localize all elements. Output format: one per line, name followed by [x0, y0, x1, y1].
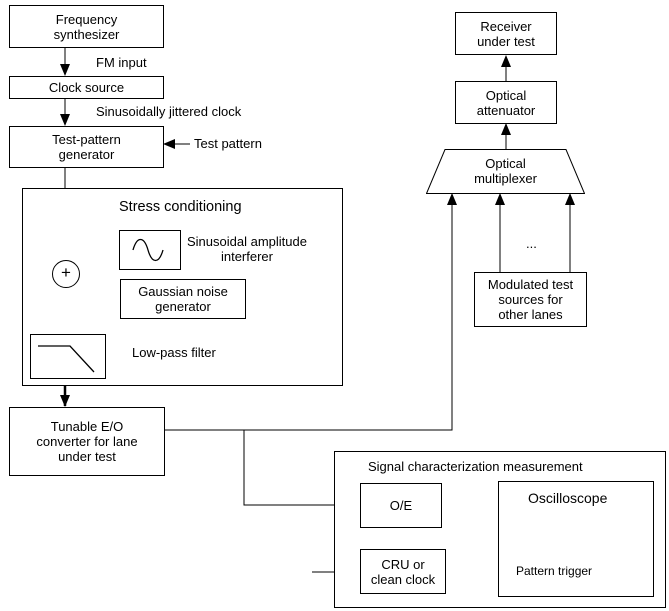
optical-attenuator-block: Optical attenuator	[455, 81, 557, 124]
low-pass-response-icon	[30, 334, 106, 379]
oe-block: O/E	[360, 483, 442, 528]
tunable-eo-converter-block: Tunable E/O converter for lane under tes…	[9, 407, 165, 476]
test-pattern-generator-block: Test-pattern generator	[9, 126, 164, 168]
receiver-under-test-block: Receiver under test	[455, 12, 557, 55]
gaussian-noise-generator-block: Gaussian noise generator	[120, 279, 246, 319]
test-pattern-label: Test pattern	[194, 136, 262, 151]
pattern-trigger-label: Pattern trigger	[516, 564, 593, 578]
frequency-synthesizer-block: Frequency synthesizer	[9, 5, 164, 48]
optical-multiplexer-shape	[425, 149, 586, 194]
stress-conditioning-title: Stress conditioning	[119, 199, 242, 215]
wire-eo-to-multiplexer	[165, 193, 457, 431]
modulated-test-sources-block: Modulated test sources for other lanes	[474, 272, 587, 327]
summing-symbol: +	[61, 263, 71, 282]
sine-wave-icon	[119, 230, 181, 270]
low-pass-filter-label: Low-pass filter	[132, 345, 216, 360]
fm-input-label: FM input	[96, 55, 147, 70]
signal-characterization-title: Signal characterization measurement	[368, 459, 583, 474]
summing-junction-icon	[51, 259, 81, 289]
oscilloscope-label: Oscilloscope	[528, 490, 608, 506]
oscilloscope-block	[498, 481, 654, 597]
sinusoidal-interferer-label: Sinusoidal amplitude interferer	[187, 234, 307, 264]
wire-eo-to-oe	[243, 430, 353, 510]
cru-or-clean-clock-block: CRU or clean clock	[360, 549, 446, 594]
clock-source-block: Clock source	[9, 76, 164, 99]
jittered-clock-label: Sinusoidally jittered clock	[96, 104, 242, 119]
ellipsis-label: ...	[526, 236, 537, 251]
optical-multiplexer-label: Optical multiplexer	[474, 156, 537, 186]
